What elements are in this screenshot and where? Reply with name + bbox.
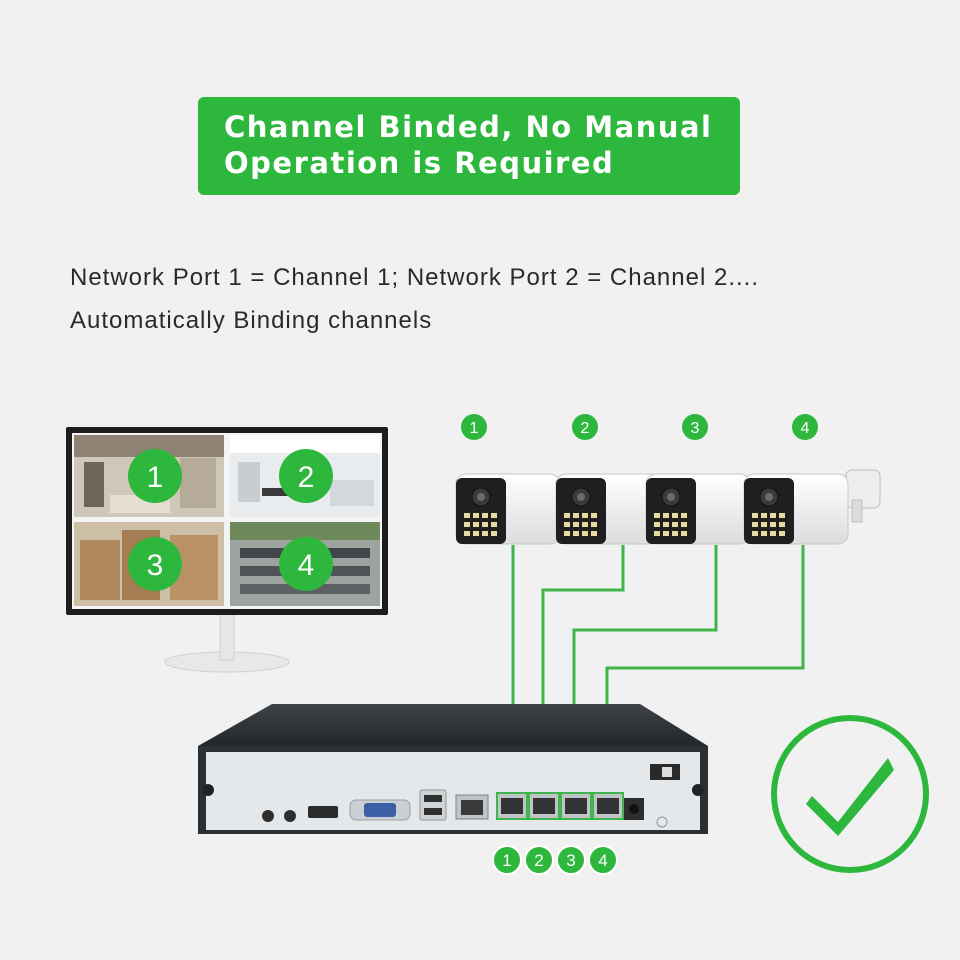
cable-2 <box>541 545 625 790</box>
camera-number-3-label: 3 <box>691 420 700 437</box>
nvr-recorder: 1 2 3 4 <box>198 704 708 875</box>
port-number-2-label: 2 <box>534 851 543 870</box>
camera-3 <box>645 473 751 545</box>
description-line-1: Network Port 1 = Channel 1; Network Port… <box>70 264 759 291</box>
lan-port-4 <box>592 792 624 820</box>
power-jack <box>624 798 668 828</box>
usb-ports <box>419 789 447 821</box>
checkmark-icon <box>771 715 929 873</box>
description: Network Port 1 = Channel 1; Network Port… <box>70 256 930 342</box>
camera-row: 1 2 3 4 <box>455 414 881 545</box>
feed-number-1-label: 1 <box>147 461 164 494</box>
feed-number-3: 3 <box>128 537 182 591</box>
feed-number-2-label: 2 <box>298 461 315 494</box>
feed-number-4-label: 4 <box>298 549 315 582</box>
lan-port-2 <box>528 792 560 820</box>
feed-number-4: 4 <box>279 537 333 591</box>
feed-number-1: 1 <box>128 449 182 503</box>
camera-number-4-label: 4 <box>801 420 810 437</box>
hdmi-port <box>308 806 338 818</box>
port-number-3-label: 3 <box>566 851 575 870</box>
port-number-1-label: 1 <box>502 851 511 870</box>
port-number-4-label: 4 <box>598 851 607 870</box>
camera-4 <box>743 473 849 545</box>
camera-1 <box>455 473 561 545</box>
monitor-stand-neck <box>219 609 235 661</box>
lan-port-3 <box>560 792 592 820</box>
camera-feed-2 <box>230 435 380 517</box>
monitor: 1 2 3 4 <box>66 427 388 673</box>
headline-line-2: Operation is Required <box>224 146 615 180</box>
feed-number-3-label: 3 <box>147 549 164 582</box>
camera-number-1-label: 1 <box>470 420 479 437</box>
port-number-2: 2 <box>524 845 554 875</box>
port-number-1: 1 <box>492 845 522 875</box>
audio-out-jack <box>284 810 296 822</box>
audio-in-jack <box>262 810 274 822</box>
wan-port <box>455 794 489 820</box>
headline-line-1: Channel Binded, No Manual <box>224 110 713 144</box>
camera-number-1: 1 <box>461 414 487 440</box>
camera-number-2: 2 <box>572 414 598 440</box>
camera-number-4: 4 <box>792 414 818 440</box>
camera-number-3: 3 <box>682 414 708 440</box>
port-number-4: 4 <box>588 845 618 875</box>
headline-banner: Channel Binded, No Manual Operation is R… <box>198 97 740 195</box>
lan-port-1 <box>496 792 528 820</box>
camera-number-2-label: 2 <box>581 420 590 437</box>
camera-2 <box>555 473 661 545</box>
port-number-3: 3 <box>556 845 586 875</box>
vga-port <box>349 799 411 821</box>
feed-number-2: 2 <box>279 449 333 503</box>
nvr-top <box>198 704 708 746</box>
camera-wall-mount <box>845 469 881 523</box>
description-line-2: Automatically Binding channels <box>70 307 433 334</box>
